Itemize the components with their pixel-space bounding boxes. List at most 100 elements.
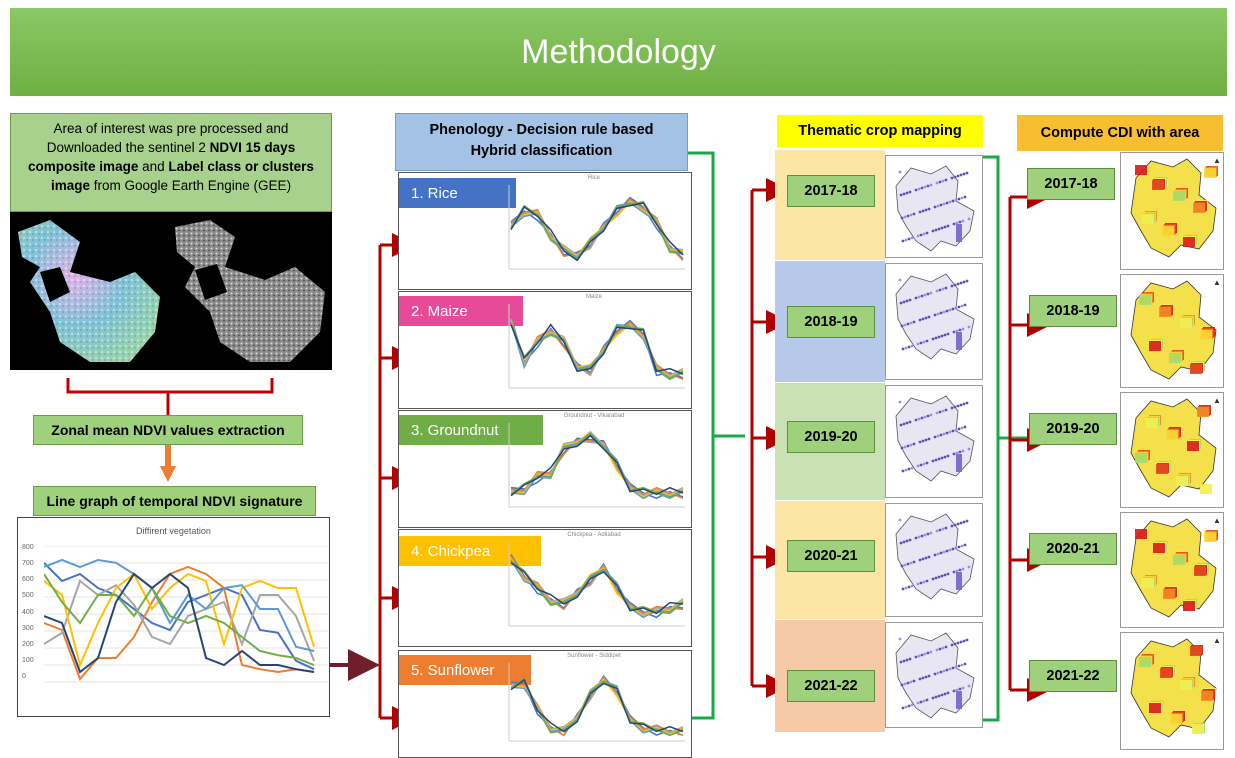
district-fill xyxy=(1139,657,1151,667)
district-fill xyxy=(1146,418,1158,428)
district-fill xyxy=(1190,646,1202,656)
crop-pixel xyxy=(917,654,921,658)
north-arrow-icon: ▲ xyxy=(1213,396,1221,405)
legend-swatch xyxy=(956,332,962,350)
crop-pixel xyxy=(916,342,920,346)
rice-chart: Rice xyxy=(499,175,689,285)
crop-label-groundnut: 3. Groundnut xyxy=(399,415,543,445)
crop-pixel xyxy=(959,281,963,285)
crop-pixel xyxy=(937,457,941,461)
crop-pixel xyxy=(935,411,939,415)
crop-pixel xyxy=(951,429,955,433)
crop-pixel xyxy=(954,306,958,310)
crop-pixel xyxy=(954,665,958,669)
crop-pixel xyxy=(944,286,948,290)
crop-pixel xyxy=(936,204,940,208)
crop-pixel xyxy=(926,414,930,418)
district-fill xyxy=(1197,407,1209,417)
crop-pixel xyxy=(903,323,907,327)
crop-pixel xyxy=(941,409,945,413)
crop-pixel xyxy=(910,584,914,588)
crop-pixel xyxy=(945,549,949,553)
cdi-year-2021-22: 2021-22 xyxy=(1029,660,1117,692)
crop-pixel xyxy=(967,565,971,569)
crop-pixel xyxy=(898,170,902,174)
crop-pixel xyxy=(910,703,914,707)
crop-pixel xyxy=(904,705,908,709)
crop-pixel xyxy=(953,523,957,527)
y-tick: 700 xyxy=(22,560,34,568)
cdi-title: Compute CDI with area xyxy=(1017,115,1223,151)
crop-pixel xyxy=(944,178,948,182)
crop-pixel xyxy=(920,294,924,298)
crop-pixel xyxy=(958,450,962,454)
crop-pixel xyxy=(953,642,957,646)
crop-label-chickpea: 4. Chickpea xyxy=(399,536,541,566)
crop-pixel xyxy=(904,346,908,350)
crop-pixel xyxy=(901,239,905,243)
crop-pixel xyxy=(918,318,922,322)
crop-pixel xyxy=(920,416,924,420)
district-fill xyxy=(1204,532,1216,542)
district-fill xyxy=(1180,680,1192,690)
crop-pixel xyxy=(923,533,927,537)
crop-pixel xyxy=(958,328,962,332)
crop-pixel xyxy=(962,639,966,643)
crop-pixel xyxy=(933,205,937,209)
crop-pixel xyxy=(937,335,941,339)
crop-pixel xyxy=(917,295,921,299)
crop-pixel xyxy=(957,197,961,201)
vegetation-series-line xyxy=(44,558,315,652)
crop-pixel xyxy=(939,551,943,555)
crop-pixel xyxy=(955,451,959,455)
crop-pixel xyxy=(955,569,959,573)
crop-pixel xyxy=(961,567,965,571)
cdi-year-2020-21: 2020-21 xyxy=(1029,533,1117,565)
crop-pixel xyxy=(965,171,969,175)
crop-pixel xyxy=(903,445,907,449)
crop-pixel xyxy=(937,227,941,231)
crop-pixel xyxy=(914,655,918,659)
vegetation-series-line xyxy=(44,573,315,666)
crop-series-line xyxy=(510,323,684,375)
crop-pixel xyxy=(908,657,912,661)
state-outline xyxy=(1130,280,1217,380)
crop-pixel xyxy=(910,466,914,470)
crop-pixel xyxy=(898,637,902,641)
crop-pixel xyxy=(914,296,918,300)
crop-pixel xyxy=(951,666,955,670)
ndvi-composite-image xyxy=(10,212,165,370)
crop-pixel xyxy=(927,555,931,559)
aoi-line-4b: image xyxy=(50,177,90,193)
crop-pixel xyxy=(960,426,964,430)
crop-pixel xyxy=(958,687,962,691)
crop-pixel xyxy=(904,468,908,472)
crop-pixel xyxy=(967,217,971,221)
crop-pixel xyxy=(939,203,943,207)
crop-pixel xyxy=(927,674,931,678)
crop-pixel xyxy=(946,224,950,228)
crop-pixel xyxy=(940,574,944,578)
vegetation-series-line xyxy=(44,572,315,674)
district-fill xyxy=(1142,578,1154,588)
north-arrow-icon: ▲ xyxy=(1213,516,1221,525)
district-fill xyxy=(1180,318,1192,328)
district-fill xyxy=(1193,203,1205,213)
thematic-year-2021-22: 2021-22 xyxy=(787,670,875,702)
district-fill xyxy=(1176,476,1188,486)
crop-series-line xyxy=(510,196,684,260)
crop-pixel xyxy=(925,579,929,583)
district-fill xyxy=(1135,165,1147,175)
crop-pixel xyxy=(916,464,920,468)
thematic-year-2020-21: 2020-21 xyxy=(787,540,875,572)
crop-pixel xyxy=(956,282,960,286)
crop-pixel xyxy=(961,686,965,690)
district-fill xyxy=(1149,341,1161,351)
district-fill xyxy=(1149,703,1161,713)
crop-pixel xyxy=(960,544,964,548)
crop-pixel xyxy=(907,467,911,471)
thematic-title: Thematic crop mapping xyxy=(777,115,983,147)
line-graph-title: Line graph of temporal NDVI signature xyxy=(33,486,316,516)
crop-pixel xyxy=(916,701,920,705)
